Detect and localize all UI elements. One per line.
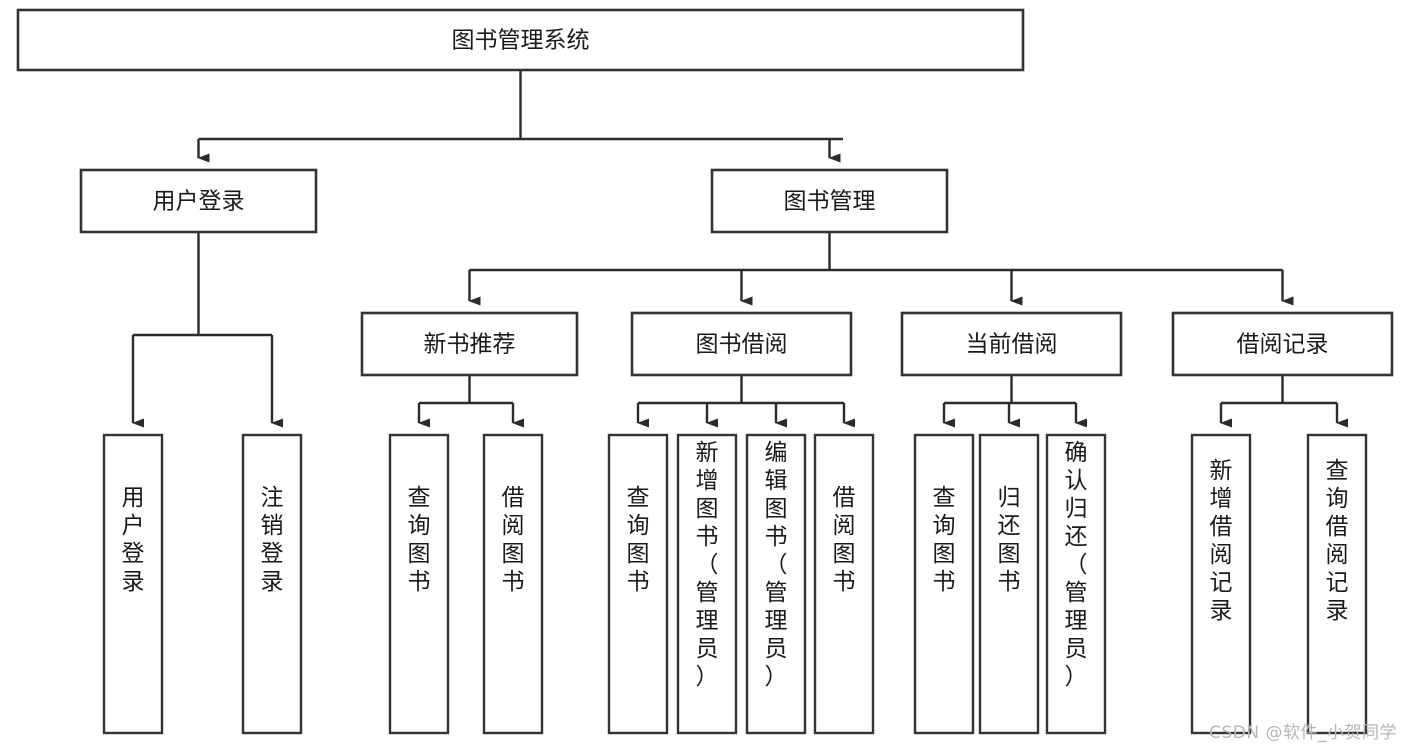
- node-leaf-add-borrow-record-box[interactable]: [1190, 433, 1252, 735]
- connector-group-user-login-to-leaves: [131, 232, 283, 428]
- node-leaf-borrow-book[interactable]: 借阅图书: [813, 433, 875, 735]
- node-leaf-logout-login-label: 注销登录: [261, 485, 284, 595]
- node-leaf-user-login-label: 用户登录: [122, 485, 145, 595]
- node-leaf-edit-book-admin[interactable]: 编辑图书（管理员）: [745, 433, 807, 735]
- node-user-login-label: 用户登录: [153, 189, 245, 215]
- node-leaf-user-login-box[interactable]: [102, 433, 164, 735]
- node-root-box[interactable]: [16, 8, 1025, 72]
- node-user-login-box[interactable]: [79, 168, 318, 234]
- connector-group-borrow-record-to-leaves: [1219, 375, 1348, 428]
- connector-group-book-borrow-to-leaves: [636, 375, 855, 428]
- node-new-book-recommend-label: 新书推荐: [424, 332, 516, 358]
- node-borrow-record-box[interactable]: [1171, 311, 1394, 377]
- node-current-borrow[interactable]: 当前借阅: [900, 311, 1123, 377]
- node-leaf-query-book-current-box[interactable]: [913, 433, 975, 735]
- node-leaf-add-book-admin-label: 新增图书（管理员）: [696, 440, 719, 690]
- node-user-login[interactable]: 用户登录: [79, 168, 318, 234]
- node-leaf-logout-login[interactable]: 注销登录: [241, 433, 303, 735]
- node-book-borrow-label: 图书借阅: [696, 332, 788, 358]
- node-leaf-query-borrow-record-label: 查询借阅记录: [1326, 458, 1349, 624]
- node-leaf-edit-book-admin-box[interactable]: [745, 433, 807, 735]
- node-leaf-add-book-admin-box[interactable]: [676, 433, 738, 735]
- node-leaf-logout-login-box[interactable]: [241, 433, 303, 735]
- node-book-management-label: 图书管理: [784, 189, 876, 215]
- node-leaf-confirm-return-admin-box[interactable]: [1045, 433, 1107, 735]
- connector-group-new-book-recommend-to-leaves: [417, 375, 524, 428]
- node-leaf-borrow-book-label: 借阅图书: [833, 485, 856, 595]
- node-leaf-user-login[interactable]: 用户登录: [102, 433, 164, 735]
- connector-group-current-borrow-to-leaves: [942, 375, 1087, 428]
- node-leaf-borrow-book-new-box[interactable]: [482, 433, 544, 735]
- node-leaf-query-borrow-record[interactable]: 查询借阅记录: [1306, 433, 1368, 735]
- connector-group-book-management-to-level3: [468, 232, 1294, 306]
- node-leaf-return-book-box[interactable]: [978, 433, 1040, 735]
- node-leaf-query-book-current[interactable]: 查询图书: [913, 433, 975, 735]
- node-leaf-query-book-new[interactable]: 查询图书: [388, 433, 450, 735]
- node-leaf-add-book-admin[interactable]: 新增图书（管理员）: [676, 433, 738, 735]
- node-current-borrow-box[interactable]: [900, 311, 1123, 377]
- node-leaf-query-book-new-box[interactable]: [388, 433, 450, 735]
- node-leaf-query-book-new-label: 查询图书: [408, 485, 431, 595]
- node-borrow-record[interactable]: 借阅记录: [1171, 311, 1394, 377]
- node-leaf-query-book-borrow-label: 查询图书: [627, 485, 650, 595]
- node-leaf-add-borrow-record[interactable]: 新增借阅记录: [1190, 433, 1252, 735]
- node-new-book-recommend-box[interactable]: [360, 311, 579, 377]
- node-new-book-recommend[interactable]: 新书推荐: [360, 311, 579, 377]
- node-leaf-query-book-borrow-box[interactable]: [607, 433, 669, 735]
- node-leaf-confirm-return-admin[interactable]: 确认归还（管理员）: [1045, 433, 1107, 735]
- node-root[interactable]: 图书管理系统: [16, 8, 1025, 72]
- node-book-management-box[interactable]: [710, 168, 949, 234]
- node-leaf-query-book-current-label: 查询图书: [933, 485, 956, 595]
- node-leaf-return-book[interactable]: 归还图书: [978, 433, 1040, 735]
- node-leaf-borrow-book-box[interactable]: [813, 433, 875, 735]
- node-leaf-return-book-label: 归还图书: [998, 485, 1021, 595]
- node-leaf-query-book-borrow[interactable]: 查询图书: [607, 433, 669, 735]
- node-current-borrow-label: 当前借阅: [966, 332, 1058, 358]
- node-leaf-query-borrow-record-box[interactable]: [1306, 433, 1368, 735]
- node-leaf-borrow-book-new-label: 借阅图书: [502, 485, 525, 595]
- node-borrow-record-label: 借阅记录: [1237, 332, 1329, 358]
- node-leaf-confirm-return-admin-label: 确认归还（管理员）: [1065, 440, 1088, 690]
- node-leaf-add-borrow-record-label: 新增借阅记录: [1210, 458, 1233, 624]
- node-leaf-borrow-book-new[interactable]: 借阅图书: [482, 433, 544, 735]
- node-book-management[interactable]: 图书管理: [710, 168, 949, 234]
- node-book-borrow[interactable]: 图书借阅: [630, 311, 853, 377]
- node-book-borrow-box[interactable]: [630, 311, 853, 377]
- node-root-label: 图书管理系统: [452, 28, 590, 54]
- node-leaf-edit-book-admin-label: 编辑图书（管理员）: [765, 440, 788, 690]
- connector-group-root-to-level2: [197, 70, 843, 163]
